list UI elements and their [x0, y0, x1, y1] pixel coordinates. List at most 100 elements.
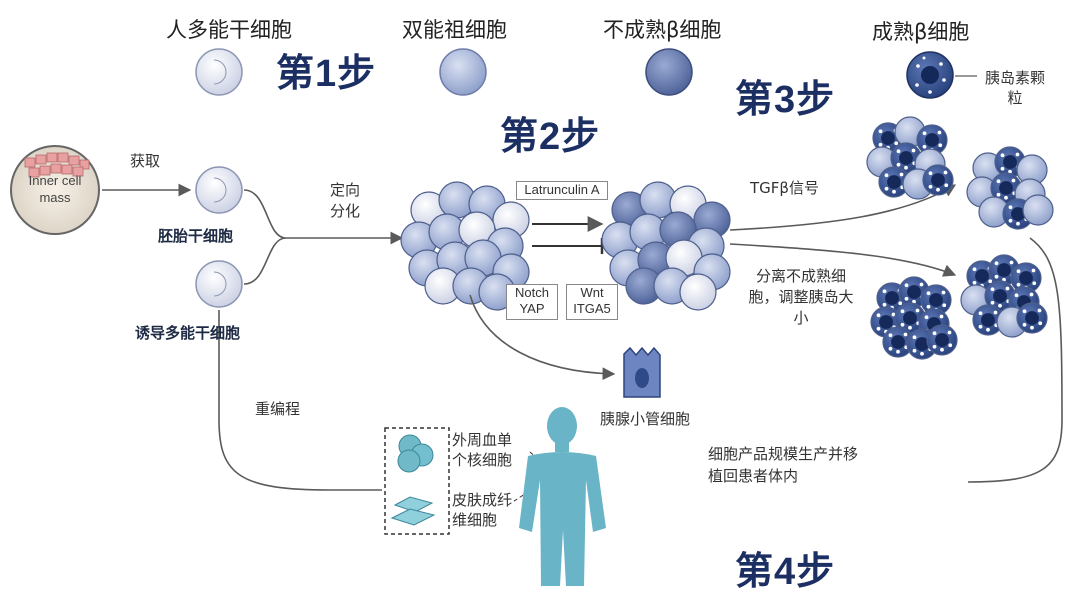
separate-arrow: [729, 243, 957, 277]
mature-cluster2-cell-granule: [1008, 218, 1013, 223]
esc-label: 胚胎干细胞: [158, 227, 234, 245]
mature-cluster3-cell-nucleus: [929, 293, 943, 307]
mature-cluster1-cell-granule: [943, 170, 948, 175]
immature-header: 不成熟β细胞: [603, 18, 722, 42]
mature-cluster1-cell-granule: [899, 172, 904, 177]
mature-cluster1-cell-granule: [894, 141, 899, 146]
mature-cluster3-cell-granule: [900, 309, 905, 314]
mature-cluster4-cell-granule: [1038, 321, 1043, 326]
mature-cluster2-cell-granule: [1008, 205, 1013, 210]
ductal-arrow: [469, 294, 616, 381]
mature-cluster4-cell-granule: [994, 274, 999, 279]
insulin-granule-label: 胰岛素颗粒: [984, 69, 1045, 107]
wnt-itga5-box: Wnt ITGA5: [566, 284, 618, 320]
pbmc-icon: [397, 434, 434, 473]
mature-cluster3-cell-granule: [915, 308, 920, 313]
mature-cluster-1: [866, 116, 954, 200]
mature-cluster3-cell-granule: [920, 351, 924, 356]
mature-cluster4-cell-granule: [990, 287, 995, 292]
mature-cluster1-cell-nucleus: [881, 131, 895, 145]
ipsc-cell-icon: [195, 260, 243, 308]
mature-cluster4-cell-granule: [1016, 282, 1021, 287]
mature-cluster4-cell-granule: [1022, 322, 1027, 327]
mature-cluster4-cell-granule: [986, 327, 990, 332]
hpsc-cell-icon: [195, 48, 243, 96]
mature-cluster2-cell-granule: [1016, 221, 1020, 226]
mature-cluster1-cell-granule: [922, 131, 927, 136]
mature-cluster4-cell-granule: [988, 279, 993, 284]
mature-cluster1-cell-nucleus: [931, 173, 945, 187]
mature-cluster3-cell-granule: [888, 346, 893, 351]
mature-cluster-4: [960, 254, 1048, 338]
mature-beta-cell-icon: [906, 51, 954, 99]
mature-cluster1-cell-granule: [884, 186, 889, 191]
mature-cluster2-cell-nucleus: [999, 181, 1013, 195]
mature-cluster4-cell-granule: [1002, 277, 1006, 282]
mature-cluster3-cell-granule: [908, 325, 912, 330]
mature-cluster3-cell-granule: [912, 348, 917, 353]
mature-cluster3-cell-granule: [876, 326, 881, 331]
fibroblast-icon: [390, 496, 436, 526]
mature-header: 成熟β细胞: [872, 20, 970, 44]
step-4-label: 第4步: [735, 551, 836, 593]
immature-beta-cell-icon: [645, 48, 693, 96]
mature-cluster4-cell-nucleus: [997, 263, 1011, 277]
mature-cluster1-cell-granule: [878, 129, 883, 134]
mature-cluster1-cell-granule: [937, 130, 942, 135]
immature-beta-cluster: [601, 181, 731, 311]
mature-cluster4-cell-granule: [990, 300, 995, 305]
mature-cluster4-cell-nucleus: [1019, 271, 1033, 285]
mature-cluster2-cell-granule: [1004, 195, 1008, 200]
immature-cell: [679, 273, 717, 311]
mature-cluster4-cell-granule: [1029, 292, 1034, 297]
fibroblast-pointer: [507, 491, 529, 506]
separate-immature-label: 分离不成熟细胞，调整胰岛大小: [748, 267, 854, 327]
mature-cluster3-cell-nucleus: [907, 285, 921, 299]
mature-cluster3-cell-granule: [896, 349, 900, 354]
mature-cluster4-cell-granule: [1031, 268, 1036, 273]
esc-cell-icon: [195, 166, 243, 214]
mature-cluster1-cell-nucleus: [925, 133, 939, 147]
mature-cluster2-cell-granule: [1011, 178, 1016, 183]
mature-cluster1-cell-granule: [938, 143, 943, 148]
mature-cluster4-cell-nucleus: [1025, 311, 1039, 325]
mature-cluster1-cell-nucleus: [887, 175, 901, 189]
mature-cluster3-cell-nucleus: [879, 315, 893, 329]
mature-cluster2-cell-nucleus: [1003, 155, 1017, 169]
mature-cluster1-cell-granule: [922, 144, 927, 149]
step-2-label: 第2步: [500, 116, 601, 158]
mature-cluster1-cell-granule: [904, 165, 908, 170]
mature-cluster3-cell-granule: [882, 289, 887, 294]
directed-diff-label: 定向分化: [330, 181, 361, 220]
mature-cluster3-cell-nucleus: [903, 311, 917, 325]
mature-cluster4-cell-granule: [1014, 293, 1019, 298]
mature-cluster4-cell-granule: [994, 261, 999, 266]
mature-cluster4-cell-granule: [978, 311, 983, 316]
latrunculin-box: Latrunculin A: [516, 181, 608, 200]
mature-cluster3-cell-granule: [941, 290, 946, 295]
reprogramming-path: [218, 310, 382, 491]
mature-cluster1-cell-granule: [911, 148, 916, 153]
mature-cluster4-cell-granule: [1032, 281, 1037, 286]
inner-cell-mass-label: Inner cell mass: [28, 173, 82, 205]
mature-cluster3-cell-granule: [904, 283, 909, 288]
mature-cluster2-cell-granule: [1015, 152, 1020, 157]
mature-cluster3-cell-nucleus: [885, 291, 899, 305]
mature-cluster3-cell-granule: [912, 299, 916, 304]
mature-cluster1-cell-granule: [896, 162, 901, 167]
mature-cluster3-cell-granule: [888, 333, 893, 338]
mature-cluster3-cell-granule: [891, 312, 896, 317]
mature-cluster1-cell-granule: [928, 171, 933, 176]
mature-cluster4-cell-granule: [1030, 325, 1034, 330]
somatic-source-box: [384, 427, 450, 535]
mature-cluster-3: [870, 276, 958, 360]
mature-cluster3-cell-granule: [903, 332, 908, 337]
mature-cluster3-cell-granule: [940, 347, 944, 352]
progenitor-cluster: [400, 181, 530, 311]
mature-cluster4-cell-granule: [998, 303, 1002, 308]
mature-cluster4-cell-granule: [993, 310, 998, 315]
reprogram-label: 重编程: [255, 400, 301, 418]
mature-cluster3-cell-granule: [900, 322, 905, 327]
mature-cluster3-cell-granule: [919, 282, 924, 287]
